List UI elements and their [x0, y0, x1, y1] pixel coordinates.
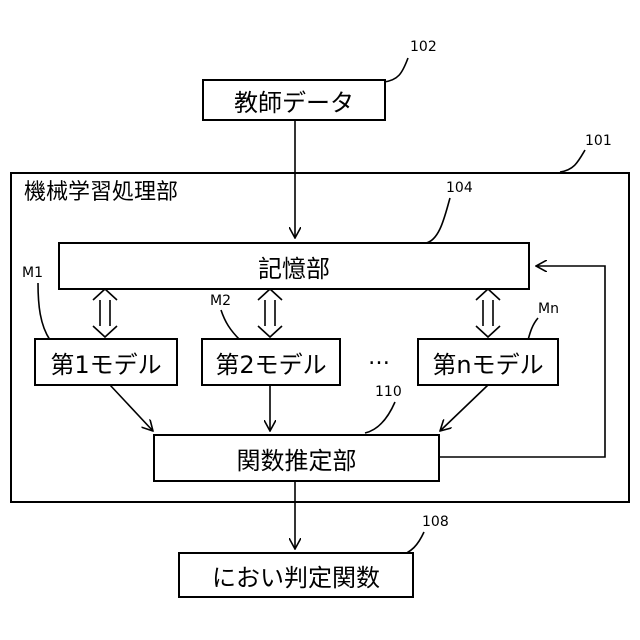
ref-output: 108 — [422, 515, 449, 529]
models-ellipsis: … — [368, 347, 390, 369]
ref-estimator: 110 — [375, 385, 402, 399]
ref-ml-unit: 101 — [585, 134, 612, 148]
ref-leader-101 — [560, 150, 585, 172]
output-box: におい判定関数 — [178, 552, 414, 598]
ref-memory: 104 — [446, 181, 473, 195]
output-label: におい判定関数 — [212, 558, 380, 593]
ref-leader-102 — [384, 58, 408, 82]
memory-box: 記憶部 — [58, 242, 530, 290]
model-2-label: 第2モデル — [215, 345, 326, 380]
estimator-box: 関数推定部 — [153, 434, 440, 482]
ref-model-2: M2 — [210, 294, 231, 308]
model-n-label: 第nモデル — [432, 345, 543, 380]
ref-teacher-data: 102 — [410, 40, 437, 54]
teacher-data-box: 教師データ — [202, 79, 386, 121]
ref-model-1: M1 — [22, 266, 43, 280]
model-n-box: 第nモデル — [417, 338, 559, 386]
teacher-data-label: 教師データ — [234, 83, 354, 118]
model-1-box: 第1モデル — [34, 338, 178, 386]
ref-model-n: Mn — [538, 302, 559, 316]
estimator-label: 関数推定部 — [237, 441, 357, 476]
memory-label: 記憶部 — [258, 249, 330, 284]
model-2-box: 第2モデル — [201, 338, 341, 386]
model-1-label: 第1モデル — [50, 345, 161, 380]
ml-unit-title: 機械学習処理部 — [24, 182, 178, 204]
